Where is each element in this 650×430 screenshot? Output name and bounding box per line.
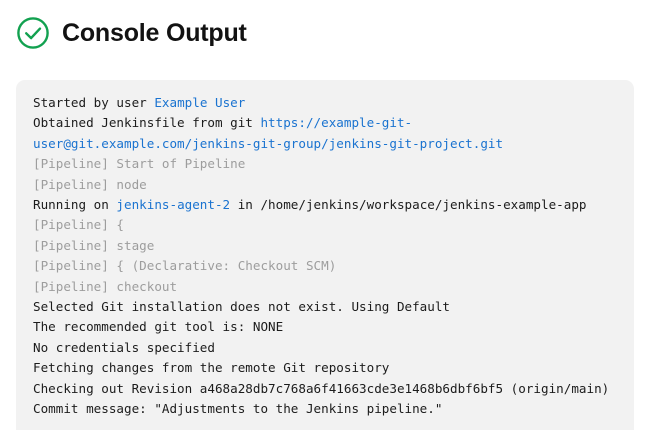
line-obtained-jenkinsfile: Obtained Jenkinsfile from git https://ex… — [33, 115, 504, 151]
line-no-credentials: No credentials specified — [33, 339, 215, 355]
page-header: Console Output — [16, 12, 247, 54]
line-checking-out-revision: Checking out Revision a468a28db7c768a6f4… — [33, 380, 610, 396]
check-circle-icon — [16, 16, 50, 50]
line-pipeline-checkout: [Pipeline] checkout — [33, 278, 178, 294]
console-log-link[interactable]: https://example-git-user@git.example.com… — [33, 115, 504, 151]
line-recommended-git-tool: The recommended git tool is: NONE — [33, 319, 284, 335]
line-commit-message: Commit message: "Adjustments to the Jenk… — [33, 401, 443, 417]
console-log-link[interactable]: Example User — [154, 95, 246, 110]
line-pipeline-start: [Pipeline] Start of Pipeline — [33, 156, 246, 172]
line-fetching-changes: Fetching changes from the remote Git rep… — [33, 360, 390, 376]
console-log-link[interactable]: jenkins-agent-2 — [116, 197, 231, 213]
line-pipeline-declarative-checkout: [Pipeline] { (Declarative: Checkout SCM) — [33, 258, 337, 274]
line-pipeline-node: [Pipeline] node — [33, 176, 147, 192]
line-pipeline-stage: [Pipeline] stage — [33, 237, 155, 253]
line-started-by-user: Started by user Example User — [33, 95, 246, 110]
line-selected-git-installation: Selected Git installation does not exist… — [33, 299, 451, 315]
page-title: Console Output — [62, 18, 247, 47]
line-pipeline-open-brace: [Pipeline] { — [33, 217, 124, 233]
line-running-on: Running on jenkins-agent-2 in /home/jenk… — [33, 197, 587, 213]
